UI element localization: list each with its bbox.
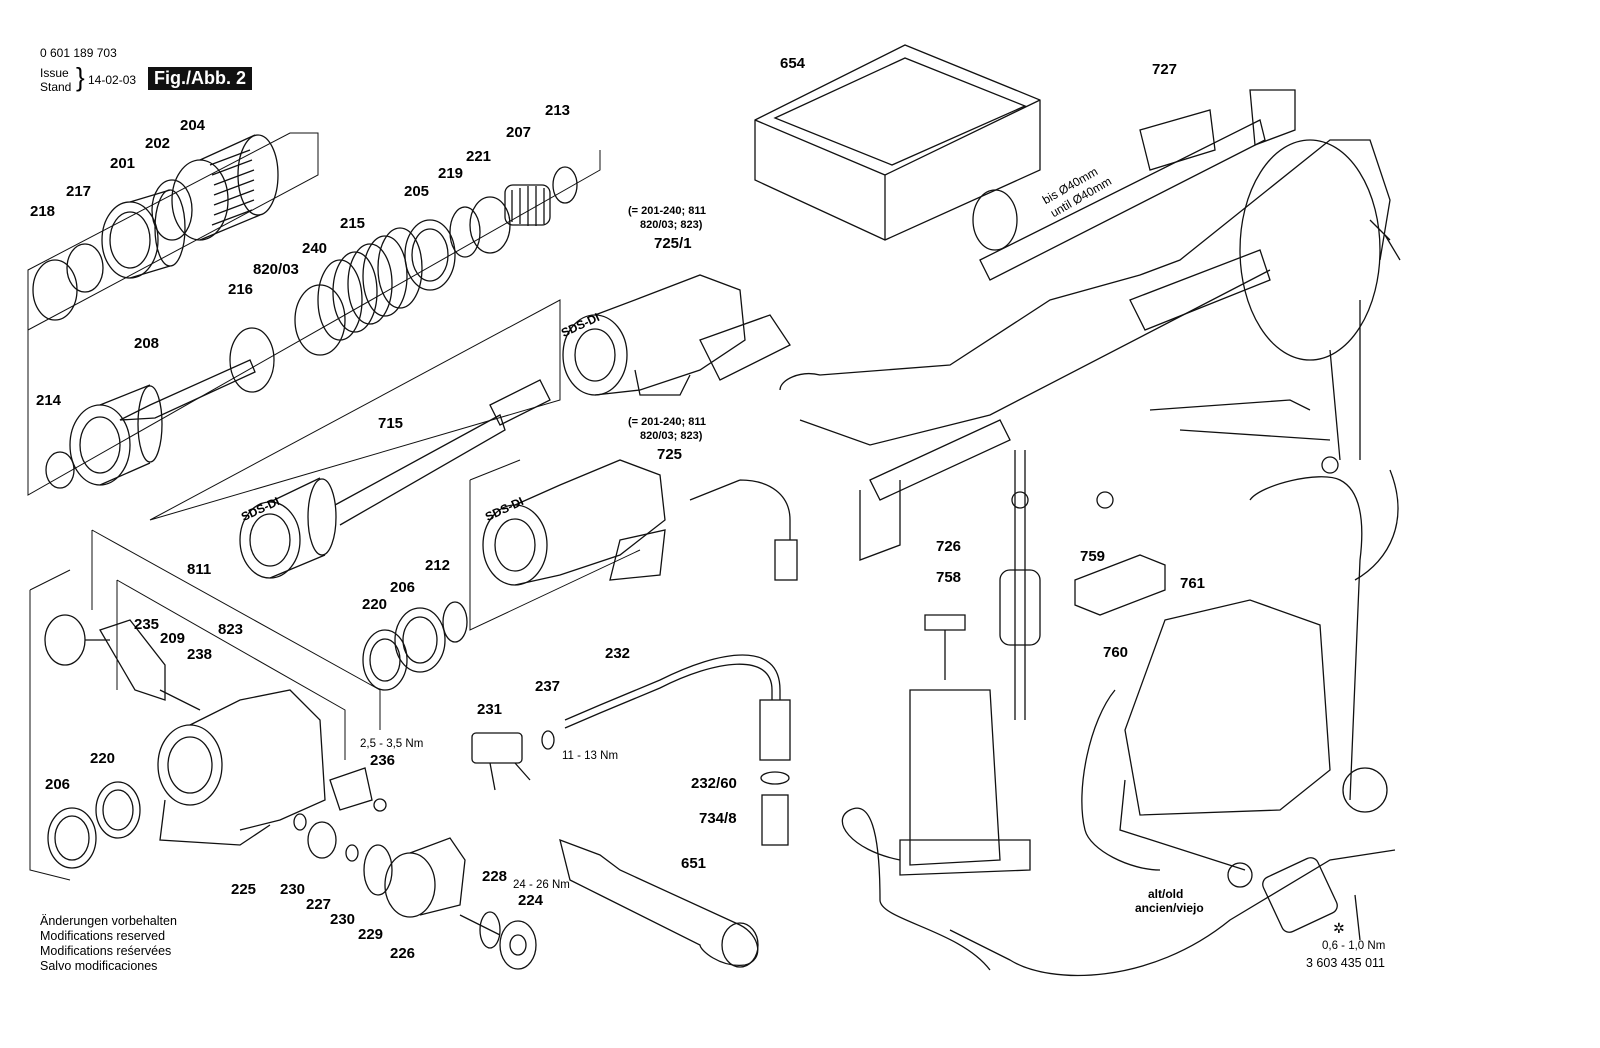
part-label: 225: [231, 881, 257, 898]
cable-part-number: 3 603 435 011: [1306, 956, 1386, 970]
part-label: 811: [187, 561, 212, 578]
part-label: 240: [302, 240, 328, 257]
part-label: 221: [466, 148, 492, 165]
figure-label: Fig./Abb. 2: [148, 67, 252, 90]
part-label: 220: [362, 596, 388, 613]
part-label: 226: [390, 945, 416, 962]
part-label: 823: [218, 621, 244, 638]
old-note-line2: ancien/viejo: [1135, 901, 1204, 915]
brace-glyph: }: [76, 62, 85, 92]
part-label: 208: [134, 335, 160, 352]
torque-note-cable: 0,6 - 1,0 Nm: [1322, 940, 1386, 952]
part-label: 725: [657, 446, 683, 463]
part-label: 230: [330, 911, 356, 928]
part-label: 727: [1152, 61, 1178, 78]
part-label: 236: [370, 752, 396, 769]
part-label: 715: [378, 415, 404, 432]
part-label: 201: [110, 155, 136, 172]
old-note-line1: alt/old: [1148, 887, 1184, 901]
part-label: 759: [1080, 548, 1106, 565]
part-label: 654: [780, 55, 806, 72]
part-label: 238: [187, 646, 213, 663]
part-label: 734/8: [699, 810, 737, 827]
part-label: 206: [45, 776, 71, 793]
part-label: 235: [134, 616, 160, 633]
issue-date: 14-02-03: [88, 73, 137, 87]
footer-notes: Änderungen vorbehalten Modifications res…: [40, 914, 177, 974]
part-label: 761: [1180, 575, 1206, 592]
part-label: 758: [936, 569, 962, 586]
footer-line: Modifications reserved: [40, 929, 166, 943]
stand-label: Stand: [40, 80, 72, 94]
torque-note-224: 24 - 26 Nm: [513, 879, 570, 891]
torque-note-232: 11 - 13 Nm: [562, 750, 619, 762]
torx-icon: ✲: [1333, 920, 1345, 936]
part-label: 237: [535, 678, 561, 695]
part-label: 209: [160, 630, 186, 647]
part-label: 215: [340, 215, 366, 232]
variant-note-725-1-line2: 820/03; 823): [640, 219, 703, 231]
issue-label: Issue: [40, 66, 69, 80]
variant-note-725-line1: (= 201-240; 811: [628, 416, 706, 428]
part-label: 219: [438, 165, 464, 182]
variant-note-725-line2: 820/03; 823): [640, 430, 703, 442]
part-label: 726: [936, 538, 962, 555]
footer-line: Salvo modificaciones: [40, 959, 158, 973]
part-label: 202: [145, 135, 171, 152]
part-label: 214: [36, 392, 62, 409]
footer-line: Änderungen vorbehalten: [40, 914, 177, 928]
part-label: 651: [681, 855, 707, 872]
part-label: 229: [358, 926, 384, 943]
part-label: 230: [280, 881, 306, 898]
part-label: 204: [180, 117, 206, 134]
part-label: 231: [477, 701, 503, 718]
part-label: 207: [506, 124, 532, 141]
part-label: 232: [605, 645, 631, 662]
part-number: 0 601 189 703: [40, 46, 117, 60]
part-label: 216: [228, 281, 254, 298]
part-label: 213: [545, 102, 571, 119]
part-label: 217: [66, 183, 92, 200]
part-label: 228: [482, 868, 508, 885]
part-label: 212: [425, 557, 451, 574]
part-label: 227: [306, 896, 332, 913]
part-label: 760: [1103, 644, 1129, 661]
part-label: 218: [30, 203, 56, 220]
part-label: 725/1: [654, 235, 692, 252]
variant-note-725-1-line1: (= 201-240; 811: [628, 205, 706, 217]
torque-note-236: 2,5 - 3,5 Nm: [360, 738, 424, 750]
part-label: 820/03: [253, 261, 299, 278]
part-label: 206: [390, 579, 416, 596]
footer-line: Modifications reśervées: [40, 944, 172, 958]
part-label: 232/60: [691, 775, 737, 792]
part-label: 205: [404, 183, 430, 200]
part-label: 220: [90, 750, 116, 767]
part-label: 224: [518, 892, 544, 909]
